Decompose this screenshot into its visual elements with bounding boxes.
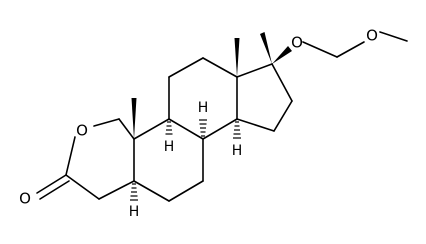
c17-oxygen-wedge: [272, 46, 292, 64]
c5-hydrogen-label: H: [129, 204, 140, 220]
c17-methyl-wedge: [260, 32, 272, 64]
ring-d-bonds: [236, 63, 293, 132]
methyl-wedges: [131, 32, 292, 139]
hashed-bond-c9-h: [165, 121, 173, 135]
c13-methyl-wedge: [234, 38, 240, 77]
c10-methyl-wedge: [131, 98, 137, 139]
methoxymethoxy-bonds: [302, 31, 408, 58]
carbonyl-oxygen-label: O: [19, 190, 31, 208]
hashed-bond-c8-h: [199, 119, 207, 137]
c9-hydrogen-label: H: [164, 139, 175, 155]
ether-oxygen-2-label: O: [366, 27, 378, 45]
ring-a-bonds: [36, 118, 135, 200]
hashed-bond-c14-h: [233, 121, 241, 139]
c8-hydrogen-label: H: [198, 100, 209, 116]
hashed-bond-c5-h: [130, 183, 138, 201]
c14-hydrogen-label: H: [232, 143, 243, 159]
ring-c-bonds: [168, 57, 238, 140]
ring-b-bonds: [133, 118, 204, 202]
ring-oxygen-label: O: [76, 122, 88, 140]
ether-oxygen-1-label: O: [291, 34, 303, 52]
